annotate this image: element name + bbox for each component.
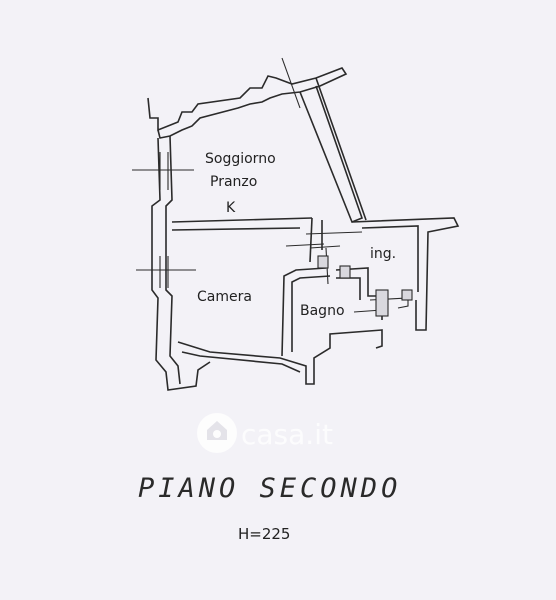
room-label-bagno: Bagno	[300, 303, 345, 319]
room-label-ingresso: ing.	[370, 246, 396, 262]
wall-fill	[317, 255, 413, 317]
room-label-pranzo: Pranzo	[210, 174, 257, 190]
room-label-camera: Camera	[197, 289, 252, 305]
interior-walls	[171, 217, 409, 357]
floor-title: PIANO SECONDO	[138, 473, 401, 504]
ceiling-height: H=225	[238, 525, 290, 543]
watermark: casa.it	[197, 413, 333, 453]
watermark-text: casa.it	[241, 418, 333, 451]
exterior-walls	[147, 67, 460, 391]
room-label-kitchen: K	[226, 200, 236, 216]
room-label-soggiorno: Soggiorno	[205, 151, 276, 167]
house-logo-icon	[197, 413, 237, 453]
